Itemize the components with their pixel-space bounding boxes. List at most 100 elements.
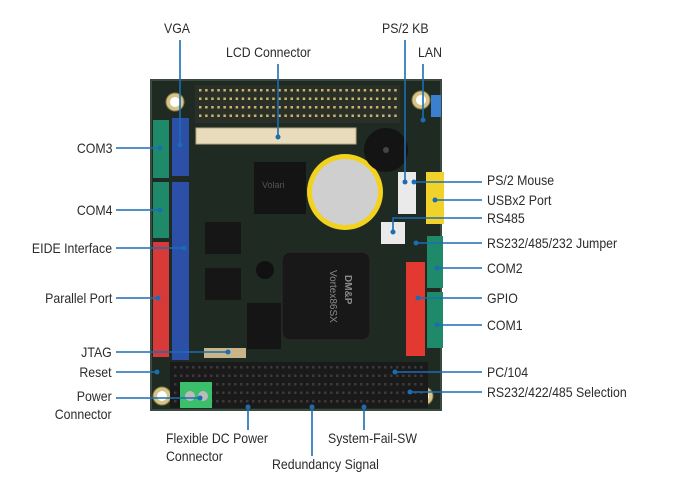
pin [222,366,225,369]
parallel-header-shape [153,242,169,357]
pin [205,97,208,100]
pin [312,383,315,386]
pin [229,89,232,92]
pin [314,89,318,92]
pin [276,383,279,386]
pin [348,400,351,403]
pin [217,89,220,92]
pin [278,114,281,117]
pin [342,383,345,386]
pin [420,400,423,403]
label-flexible-dc-2: Connector [166,448,223,464]
pin [290,97,293,100]
pin [394,89,397,92]
pin [330,391,333,394]
pin [357,114,361,117]
pin [348,366,351,369]
pin [382,89,385,92]
pin [390,383,393,386]
pin [363,114,367,117]
pin [276,366,279,369]
pin [382,106,385,109]
pin [384,374,387,377]
label-parallel-port: Parallel Port [44,290,112,306]
pin [348,383,351,386]
pin [420,383,423,386]
pin [324,391,327,394]
pin [260,106,263,109]
pin [345,106,348,109]
pin [223,106,226,109]
pin [339,89,342,92]
pin [222,391,225,394]
pin [258,366,261,369]
pin [360,366,363,369]
pin [384,391,387,394]
pin [235,114,239,117]
pin [223,114,226,117]
lan-shape [431,95,441,117]
label-vga: VGA [164,20,191,36]
pin [342,366,345,369]
pin [234,400,237,403]
pin [378,383,381,386]
pin [363,106,367,109]
pin [246,400,249,403]
pin [388,114,391,117]
pin [357,106,361,109]
pin [294,383,297,386]
pin [372,391,375,394]
pin [229,114,232,117]
pin [314,114,318,117]
pin [318,366,321,369]
pin [217,97,220,100]
pin [290,114,293,117]
pin [300,400,303,403]
pin [240,391,243,394]
pin [339,106,342,109]
pin [270,391,273,394]
pin [369,106,373,109]
pin [324,400,327,403]
pin [235,106,239,109]
pin [372,383,375,386]
pin [229,106,232,109]
pin [345,97,348,100]
label-gpio: GPIO [487,290,518,306]
pin [264,374,267,377]
pin [357,97,361,100]
pin [247,97,251,100]
pin [327,114,330,117]
label-rs485: RS485 [487,210,525,226]
pin [382,114,385,117]
pin [260,114,263,117]
pin [302,97,306,100]
pin [366,383,369,386]
pin [266,89,269,92]
pin [235,89,239,92]
pin [198,374,201,377]
pin [294,391,297,394]
pin [235,97,239,100]
pin [253,114,257,117]
pin [282,400,285,403]
pin [241,97,245,100]
pin [240,374,243,377]
pin [217,114,220,117]
pin [369,97,373,100]
pin [210,366,213,369]
pin [306,400,309,403]
pin [174,391,177,394]
label-com4: COM4 [76,202,112,218]
pin [294,400,297,403]
pin [375,89,379,92]
pin [378,374,381,377]
pin [205,106,208,109]
pin [174,374,177,377]
pin [351,97,354,100]
pin [234,374,237,377]
pin [205,89,208,92]
pin [284,89,287,92]
